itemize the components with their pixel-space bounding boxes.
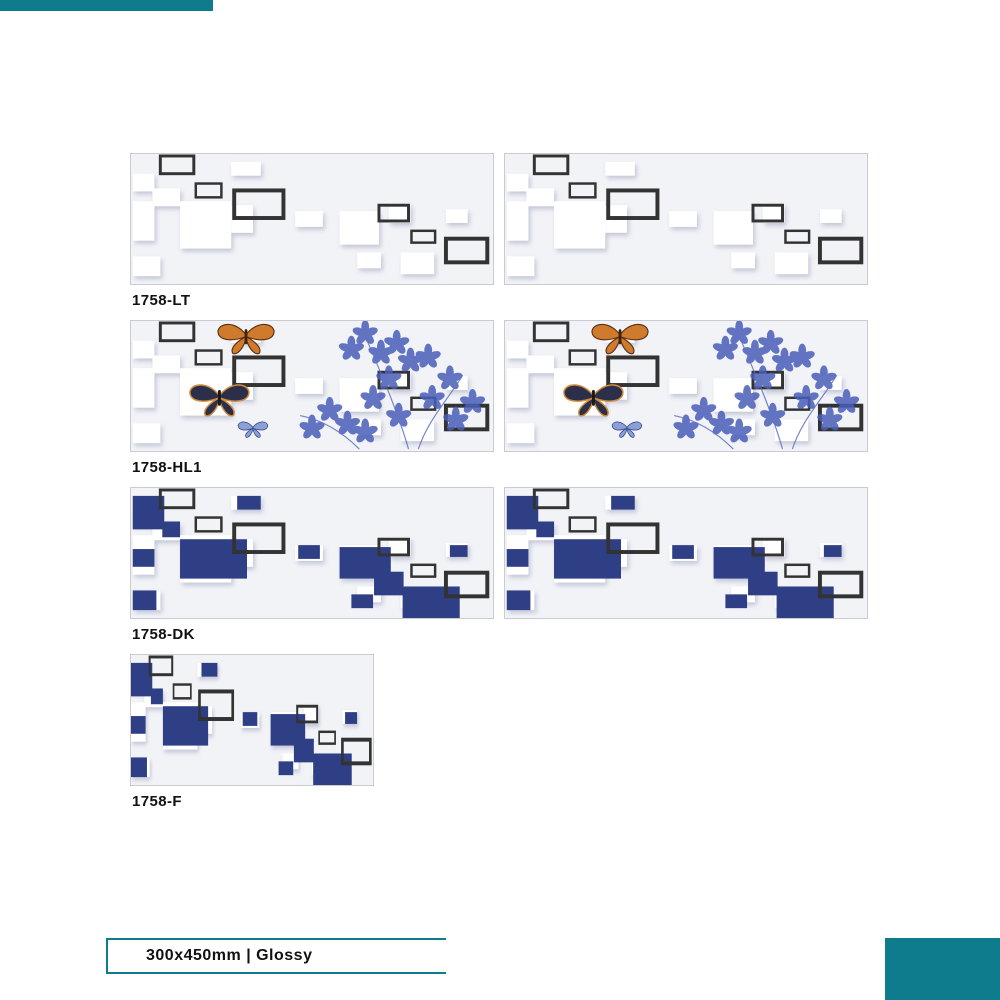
top-accent-bar <box>0 0 213 11</box>
bottom-accent-block <box>885 938 1000 1000</box>
tile-1758-hl1-left <box>130 320 494 452</box>
tile-1758-lt-right <box>504 153 868 285</box>
light-pattern <box>131 154 493 284</box>
tile-code-label: 1758-LT <box>132 292 191 309</box>
tile-1758-f <box>130 654 374 786</box>
tile-code-label: 1758-HL1 <box>132 459 202 476</box>
tile-1758-dk-right <box>504 487 868 619</box>
tile-1758-lt-left <box>130 153 494 285</box>
tile-1758-hl1-right <box>504 320 868 452</box>
tile-code-label: 1758-F <box>132 793 182 810</box>
size-finish-label: 300x450mm | Glossy <box>106 938 446 974</box>
tile-code-label: 1758-DK <box>132 626 195 643</box>
tile-1758-dk-left <box>130 487 494 619</box>
